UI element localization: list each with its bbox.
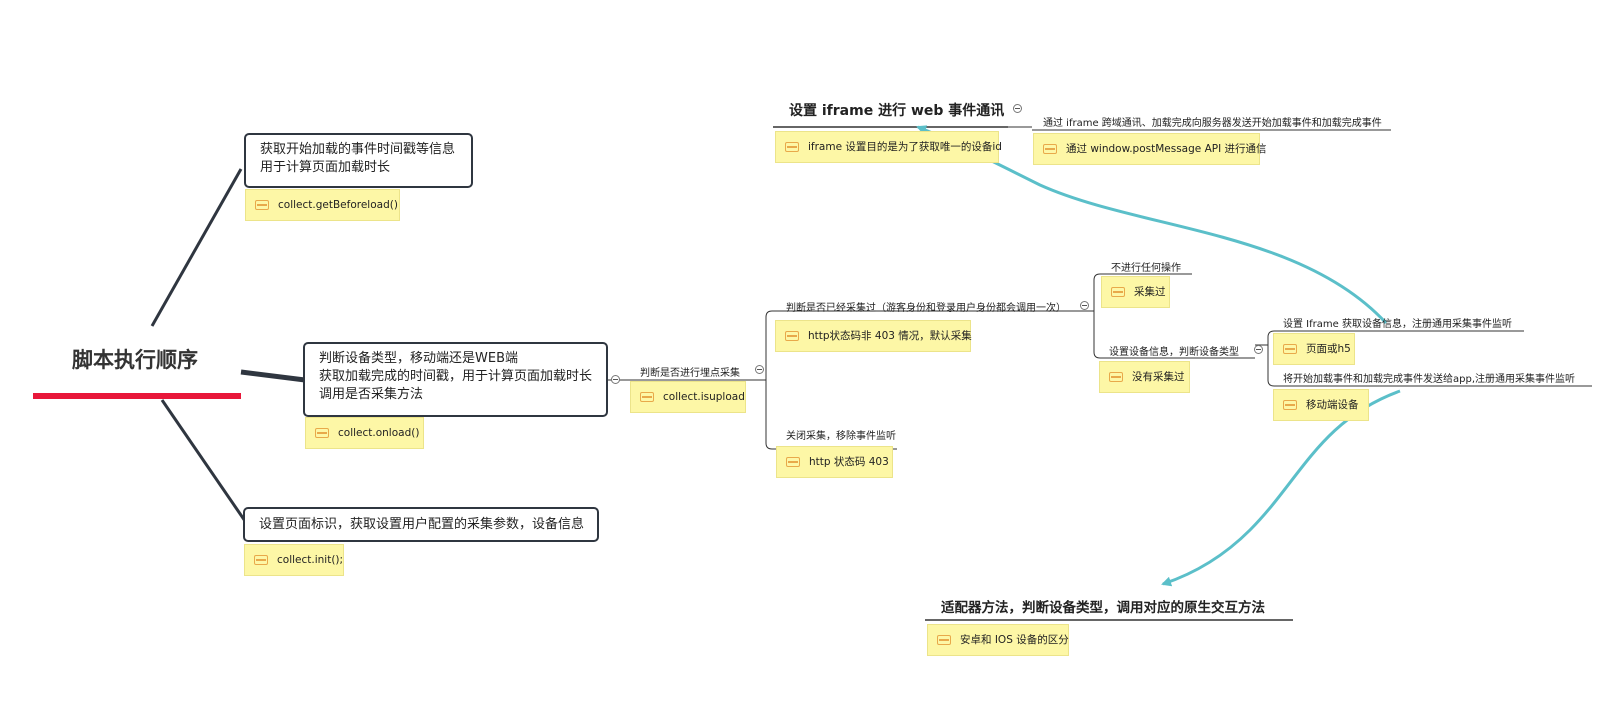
root-link-init — [160, 399, 247, 522]
root-link-onload — [240, 369, 306, 383]
note-no-action-text: 采集过 — [1134, 286, 1166, 298]
note-isupload-text: collect.isupload — [663, 391, 745, 403]
collapse-icon[interactable] — [1254, 345, 1263, 354]
note-icon — [1283, 400, 1297, 410]
note-adapter-topic-text: 安卓和 IOS 设备的区分 — [960, 634, 1069, 646]
collapse-icon[interactable] — [1080, 301, 1089, 310]
root-underline — [33, 393, 241, 399]
app-branch-label[interactable]: 将开始加载事件和加载完成事件发送给app,注册通用采集事件监听 — [1283, 374, 1576, 385]
note-set-device-text: 没有采集过 — [1132, 371, 1185, 383]
iframe-topic-title[interactable]: 设置 iframe 进行 web 事件通讯 — [789, 103, 1005, 119]
note-iframe-topic[interactable]: iframe 设置目的是为了获取唯一的设备id — [775, 131, 1002, 163]
note-icon — [640, 392, 654, 402]
note-icon — [1283, 344, 1297, 354]
collapse-icon[interactable] — [755, 365, 764, 374]
root-topic[interactable]: 脚本执行顺序 — [72, 348, 198, 372]
note-app-branch[interactable]: 移动端设备 — [1273, 389, 1369, 421]
note-iframe-branch[interactable]: 页面或h5 — [1273, 333, 1355, 365]
note-icon — [1043, 144, 1057, 154]
collapse-icon[interactable] — [1013, 104, 1022, 113]
iframe-child-label[interactable]: 通过 iframe 跨域通讯、加载完成向服务器发送开始加载事件和加载完成事件 — [1043, 118, 1382, 129]
note-loadtime-text: collect.getBeforeload() — [278, 199, 398, 211]
note-close-collect-text: http 状态码 403 — [809, 456, 889, 468]
note-collected-check[interactable]: http状态码非 403 情况，默认采集 — [775, 320, 972, 352]
note-isupload[interactable]: collect.isupload — [630, 381, 746, 413]
topic-loadtime-line-1: 获取开始加载的事件时间戳等信息 — [260, 142, 456, 157]
note-onload[interactable]: collect.onload() — [305, 417, 424, 449]
note-loadtime[interactable]: collect.getBeforeload() — [245, 189, 400, 221]
note-set-device[interactable]: 没有采集过 — [1099, 361, 1190, 393]
note-collected-check-text: http状态码非 403 情况，默认采集 — [808, 330, 972, 342]
note-icon — [255, 200, 269, 210]
note-icon — [315, 428, 329, 438]
note-icon — [1109, 372, 1123, 382]
no-action-label[interactable]: 不进行任何操作 — [1111, 263, 1181, 274]
note-iframe-branch-text: 页面或h5 — [1306, 343, 1351, 355]
note-no-action[interactable]: 采集过 — [1101, 276, 1170, 308]
note-close-collect[interactable]: http 状态码 403 — [776, 446, 893, 478]
topic-onload[interactable]: 判断设备类型，移动端还是WEB端 获取加载完成的时间戳，用于计算页面加载时长 调… — [303, 342, 608, 417]
link-isupload-fork — [760, 317, 767, 443]
note-icon — [937, 635, 951, 645]
collapse-icon[interactable] — [611, 375, 620, 384]
note-init[interactable]: collect.init(); — [244, 544, 344, 576]
set-device-label[interactable]: 设置设备信息，判断设备类型 — [1109, 347, 1239, 358]
iframe-branch-label[interactable]: 设置 Iframe 获取设备信息，注册通用采集事件监听 — [1283, 319, 1512, 330]
topic-onload-line-3: 调用是否采集方法 — [319, 387, 424, 402]
topic-init-line-1: 设置页面标识，获取设置用户配置的采集参数，设备信息 — [259, 517, 585, 532]
note-iframe-child[interactable]: 通过 window.postMessage API 进行通信 — [1033, 133, 1267, 165]
note-icon — [785, 331, 799, 341]
adapter-topic-title[interactable]: 适配器方法，判断设备类型，调用对应的原生交互方法 — [941, 600, 1265, 616]
close-collect-label[interactable]: 关闭采集，移除事件监听 — [786, 431, 896, 442]
isupload-label[interactable]: 判断是否进行埋点采集 — [640, 368, 740, 379]
note-init-text: collect.init(); — [277, 554, 344, 566]
note-adapter-topic[interactable]: 安卓和 IOS 设备的区分 — [927, 624, 1069, 656]
note-iframe-child-text: 通过 window.postMessage API 进行通信 — [1066, 143, 1267, 155]
topic-onload-line-1: 判断设备类型，移动端还是WEB端 — [319, 351, 518, 366]
note-icon — [786, 457, 800, 467]
note-icon — [1111, 287, 1125, 297]
collected-check-label[interactable]: 判断是否已经采集过（游客身份和登录用户身份都会调用一次） — [786, 303, 1066, 314]
root-link-loadtime — [150, 168, 243, 327]
note-onload-text: collect.onload() — [338, 427, 420, 439]
topic-loadtime[interactable]: 获取开始加载的事件时间戳等信息 用于计算页面加载时长 — [244, 133, 473, 188]
note-icon — [785, 142, 799, 152]
note-iframe-topic-text: iframe 设置目的是为了获取唯一的设备id — [808, 141, 1002, 153]
topic-init[interactable]: 设置页面标识，获取设置用户配置的采集参数，设备信息 — [243, 507, 599, 542]
note-app-branch-text: 移动端设备 — [1306, 399, 1359, 411]
note-icon — [254, 555, 268, 565]
topic-onload-line-2: 获取加载完成的时间戳，用于计算页面加载时长 — [319, 369, 593, 384]
topic-loadtime-line-2: 用于计算页面加载时长 — [260, 160, 391, 175]
